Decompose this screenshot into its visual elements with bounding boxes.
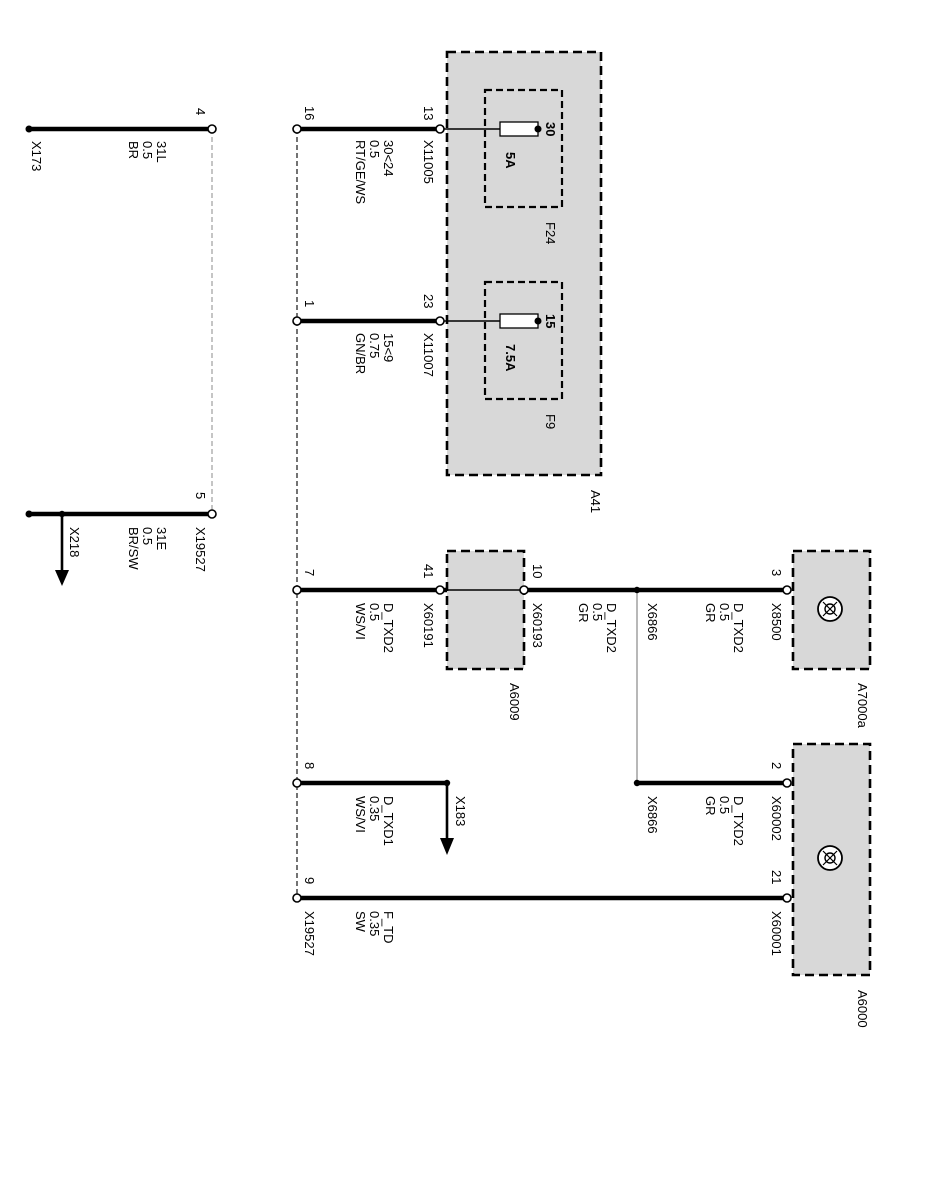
pin	[519, 585, 529, 595]
terminal-x218	[25, 510, 33, 518]
wire-signal: D_TXD2	[604, 603, 619, 653]
wire-signal: D_TXD1	[381, 796, 396, 846]
pin	[292, 893, 302, 903]
pin-number: 1	[302, 300, 317, 307]
wire-size: 0.5	[140, 527, 155, 545]
wire-color: RT/GE/WS	[353, 140, 368, 204]
pin-number: 41	[421, 564, 436, 578]
fuse-f24-box	[483, 88, 564, 209]
wire-signal: 30<24	[381, 140, 396, 177]
connector-label: X6866	[645, 603, 660, 641]
wire-signal: D_TXD2	[731, 796, 746, 846]
wire-size: 0.5	[590, 603, 605, 621]
connector-label: X11005	[421, 140, 436, 184]
wire-color: BR/SW	[126, 527, 141, 570]
connector-label: X60191	[421, 603, 436, 648]
pin-number: 4	[193, 108, 208, 115]
component-a7000a-label: A7000a	[855, 683, 870, 729]
wire-color: WS/VI	[353, 796, 368, 833]
connector-label: X60193	[530, 603, 545, 648]
connector-label: X11007	[421, 333, 436, 377]
wire-color: BR	[126, 141, 141, 159]
bus-connector-icon	[817, 596, 843, 622]
wire-signal: 15<9	[381, 333, 396, 362]
connector-label: X173	[29, 141, 44, 171]
wire-size: 0.35	[367, 911, 382, 936]
connector-label: X183	[453, 796, 468, 826]
component-a41-label: A41	[588, 490, 603, 513]
fuse-f24-label: F24	[543, 222, 558, 244]
fuse-f9-pin: 15	[543, 314, 558, 328]
pin-number: 7	[302, 569, 317, 576]
pin	[782, 778, 792, 788]
wire-size: 0.5	[717, 796, 732, 814]
wire-size: 0.5	[717, 603, 732, 621]
wire-color: SW	[353, 911, 368, 933]
arrow-x183	[440, 783, 454, 855]
wire-color: GR	[576, 603, 591, 623]
pin	[292, 316, 302, 326]
pin-number: 16	[302, 106, 317, 120]
wire-signal: D_TXD2	[381, 603, 396, 653]
wire-color: GR	[703, 603, 718, 623]
connector-label: X19527	[302, 911, 317, 956]
pin-number: 23	[421, 294, 436, 308]
wire-signal: D_TXD2	[731, 603, 746, 653]
connector-label: X218	[67, 527, 82, 557]
wire-size: 0.5	[140, 141, 155, 159]
pin-number: 9	[302, 877, 317, 884]
pin-number: 21	[769, 870, 784, 884]
pin-number: 8	[302, 762, 317, 769]
connector-label: X19527	[193, 527, 208, 572]
pin	[782, 893, 792, 903]
wire-signal: F_TD	[381, 911, 396, 944]
pin	[207, 509, 217, 519]
component-a6000-label: A6000	[855, 990, 870, 1028]
pin-number: 13	[421, 106, 436, 120]
fuse-f9-rating: 7.5A	[503, 344, 518, 372]
connector-label: X6866	[645, 796, 660, 834]
pin	[435, 124, 445, 134]
component-a6009	[445, 549, 526, 671]
pin	[782, 585, 792, 595]
fuse-f24-pin: 30	[543, 122, 558, 136]
connector-label: X60001	[769, 911, 784, 956]
pin-number: 3	[769, 569, 784, 576]
pin-number: 2	[769, 762, 784, 769]
pin-number: 5	[193, 492, 208, 499]
wire-size: 0.5	[367, 603, 382, 621]
arrow-x218	[55, 514, 69, 586]
connector-label: X60002	[769, 796, 784, 841]
fuse-f9-element	[440, 313, 542, 329]
pin	[292, 124, 302, 134]
splice-x6866-top	[633, 586, 641, 594]
pin	[435, 585, 445, 595]
pin	[292, 778, 302, 788]
component-a41	[445, 50, 603, 477]
pin	[292, 585, 302, 595]
wire-size: 0.5	[367, 140, 382, 158]
wire-color: WS/VI	[353, 603, 368, 640]
fuse-f9-box	[483, 280, 564, 401]
wire-color: GR	[703, 796, 718, 816]
fuse-f24-element	[440, 121, 542, 137]
terminal-x173	[25, 125, 33, 133]
fuse-f9-label: F9	[543, 414, 558, 429]
wire-size: 0.35	[367, 796, 382, 821]
wire-size: 0.75	[367, 333, 382, 358]
wire-color: GN/BR	[353, 333, 368, 374]
wire-signal: 31L	[154, 141, 169, 163]
connector-label: X8500	[769, 603, 784, 641]
pin	[207, 124, 217, 134]
fuse-f24-rating: 5A	[503, 152, 518, 169]
wire-signal: 31E	[154, 527, 169, 550]
component-a6009-label: A6009	[507, 683, 522, 721]
bus-connector-icon	[817, 845, 843, 871]
pin-number: 10	[530, 564, 545, 578]
pin	[435, 316, 445, 326]
splice-x6866-bottom	[633, 779, 641, 787]
